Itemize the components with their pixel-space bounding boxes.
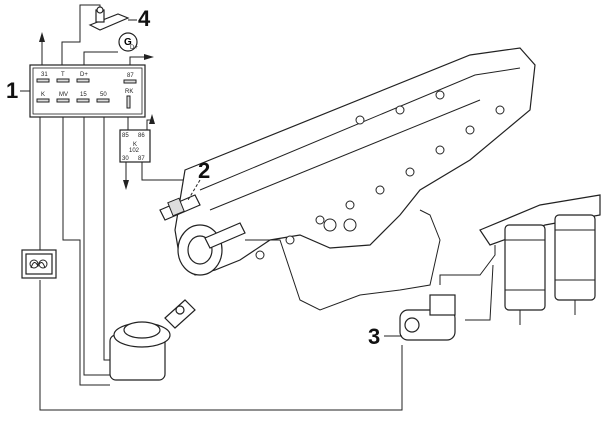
terminal-t: T <box>61 72 65 78</box>
terminals-top: 31 T D+ 87 <box>36 72 137 84</box>
fuel-solenoid-valve <box>399 294 456 341</box>
callout-2: 2 <box>198 158 210 183</box>
glow-plug <box>159 194 246 249</box>
temperature-sender <box>88 6 130 31</box>
terminal-rk: RK <box>125 89 133 95</box>
callout-1: 1 <box>6 78 18 103</box>
alternator-symbol: G D+ <box>118 32 138 52</box>
relay-pin-85: 85 <box>122 133 129 139</box>
glow-plug-control-unit: 31 T D+ 87 K MV 15 50 RK <box>29 64 146 118</box>
terminals-bottom: K MV 15 50 RK <box>36 89 133 109</box>
callout-3: 3 <box>368 324 380 349</box>
terminal-mv: MV <box>59 92 68 98</box>
relay-pin-86: 86 <box>138 133 145 139</box>
relay-code: 102 <box>129 148 140 154</box>
relay-pin-30: 30 <box>122 156 129 162</box>
fuel-filter-assembly <box>479 194 601 325</box>
terminal-d-plus: D+ <box>80 72 88 78</box>
alternator-terminal: D+ <box>130 45 138 51</box>
ignition-switch <box>109 299 196 381</box>
terminal-k: K <box>41 92 45 98</box>
glow-plug-warning-lamp <box>21 249 57 279</box>
terminal-31: 31 <box>41 72 48 78</box>
terminal-87: 87 <box>127 73 134 79</box>
terminal-50: 50 <box>100 92 107 98</box>
relay-name: K <box>133 142 137 148</box>
relay-k102: 85 86 K 102 30 87 <box>119 129 151 163</box>
relay-pin-87: 87 <box>138 156 145 162</box>
alternator-label: G <box>124 37 132 48</box>
terminal-15: 15 <box>80 92 87 98</box>
callout-4: 4 <box>138 6 151 31</box>
fuel-line <box>245 209 496 321</box>
intake-manifold <box>174 47 536 276</box>
